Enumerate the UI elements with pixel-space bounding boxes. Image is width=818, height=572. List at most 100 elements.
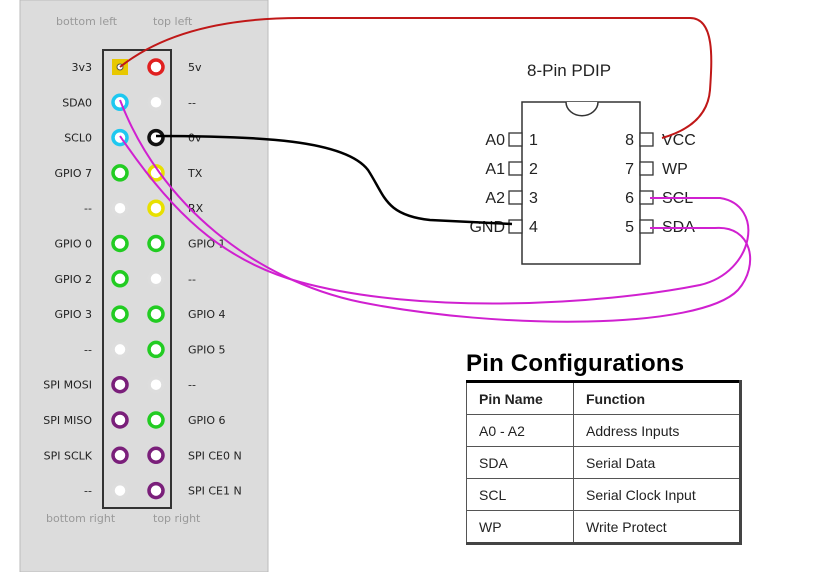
gpio-header-outline xyxy=(102,49,172,509)
cell-function: Serial Data xyxy=(573,446,741,479)
chip-pin-number: 8 xyxy=(625,132,634,149)
gpio-label-left: GPIO 7 xyxy=(54,167,92,180)
gpio-label-left: SPI SCLK xyxy=(44,449,93,462)
gpio-pin-left-11 xyxy=(111,411,129,429)
chip-pin-name: WP xyxy=(662,161,688,178)
chip-pin-box xyxy=(639,219,654,234)
table-header-row: Pin Name Function xyxy=(466,381,741,415)
gpio-pin-right-1 xyxy=(147,58,165,76)
wire-vcc xyxy=(119,17,713,139)
gpio-pin-right-13 xyxy=(147,481,165,500)
gpio-label-left: SCL0 xyxy=(64,132,92,145)
gpio-label-left: SPI MOSI xyxy=(43,379,92,392)
gpio-label-right: 5v xyxy=(188,61,202,74)
gpio-label-right: SPI CE1 N xyxy=(188,485,242,498)
chip-pin-number: 5 xyxy=(625,219,634,236)
header-pin-name: Pin Name xyxy=(466,381,574,415)
gpio-pin-left-5 xyxy=(111,199,129,217)
gpio-label-right: SPI CE0 N xyxy=(188,449,242,462)
chip-pin-box xyxy=(639,132,654,147)
chip-pin-name: A1 xyxy=(485,161,505,178)
gpio-label-right: 0v xyxy=(188,132,202,145)
chip-pin-number: 6 xyxy=(625,190,634,207)
label-top-right: top right xyxy=(153,512,201,525)
gpio-pin-left-4 xyxy=(111,164,129,182)
wire-sda xyxy=(119,99,752,323)
gpio-label-right: GPIO 6 xyxy=(188,414,226,427)
gpio-pin-right-8 xyxy=(147,305,165,323)
chip-pin-name: A2 xyxy=(485,190,505,207)
pin-config-table: Pin Name Function A0 - A2 Address Inputs… xyxy=(466,380,742,545)
gpio-label-left: GPIO 2 xyxy=(54,273,92,286)
gpio-pin-right-3 xyxy=(147,128,165,147)
cell-pin-name: A0 - A2 xyxy=(466,414,574,447)
chip-pin-box xyxy=(508,190,523,205)
chip-pin-number: 1 xyxy=(529,132,538,149)
gpio-pin-left-10 xyxy=(111,375,129,394)
gpio-label-right: -- xyxy=(188,273,196,286)
gpio-label-left: GPIO 3 xyxy=(54,308,92,321)
gpio-panel xyxy=(19,0,269,572)
chip-body xyxy=(521,101,641,265)
table-row: SCL Serial Clock Input xyxy=(466,478,741,511)
wire-gnd xyxy=(155,134,513,226)
chip-pin-number: 2 xyxy=(529,161,538,178)
table-row: A0 - A2 Address Inputs xyxy=(466,414,741,447)
gpio-label-left: -- xyxy=(84,343,92,356)
gpio-label-left: SPI MISO xyxy=(43,414,92,427)
gpio-pin-right-6 xyxy=(147,234,165,253)
cell-pin-name: SDA xyxy=(466,446,574,479)
cell-function: Address Inputs xyxy=(573,414,741,447)
pin-config-title: Pin Configurations xyxy=(466,350,685,377)
gpio-pin-left-9 xyxy=(111,340,129,359)
gpio-label-right: -- xyxy=(188,379,196,392)
chip-pin-number: 7 xyxy=(625,161,634,178)
gpio-pin-right-7 xyxy=(147,270,165,288)
table-row: SDA Serial Data xyxy=(466,446,741,479)
chip-pin-box xyxy=(508,219,523,234)
chip-pin-box xyxy=(508,161,523,176)
gpio-label-left: SDA0 xyxy=(62,96,92,109)
gpio-pin-right-2 xyxy=(147,93,165,112)
gpio-pin-left-7 xyxy=(111,270,129,288)
label-bottom-right: bottom right xyxy=(46,512,116,525)
gpio-pin-right-12 xyxy=(147,446,165,465)
gpio-pin-left-13 xyxy=(111,481,129,500)
gpio-label-right: -- xyxy=(188,96,196,109)
cell-pin-name: SCL xyxy=(466,478,574,511)
cell-pin-name: WP xyxy=(466,510,574,544)
gpio-pin-left-6 xyxy=(111,234,129,253)
gpio-pin-right-4 xyxy=(147,164,165,182)
chip-pin-box xyxy=(639,161,654,176)
gpio-label-right: GPIO 1 xyxy=(188,238,226,251)
cell-function: Write Protect xyxy=(573,510,741,544)
gpio-label-right: GPIO 5 xyxy=(188,343,226,356)
chip-pin-name: A0 xyxy=(485,132,505,149)
label-top-left: top left xyxy=(153,15,193,28)
gpio-pin-right-5 xyxy=(147,199,165,217)
gpio-pin-right-10 xyxy=(147,375,165,394)
cell-function: Serial Clock Input xyxy=(573,478,741,511)
chip-pin-box xyxy=(508,132,523,147)
gpio-label-right: GPIO 4 xyxy=(188,308,226,321)
gpio-pin-left-8 xyxy=(111,305,129,323)
header-function: Function xyxy=(573,381,741,415)
label-bottom-left: bottom left xyxy=(56,15,118,28)
gpio-label-left: -- xyxy=(84,485,92,498)
gpio-label-left: GPIO 0 xyxy=(54,238,92,251)
gpio-label-right: TX xyxy=(187,167,203,180)
gpio-pin-left-12 xyxy=(111,446,129,465)
wire-scl xyxy=(119,135,750,305)
chip-pin-number: 4 xyxy=(529,219,538,236)
gpio-label-left: -- xyxy=(84,202,92,215)
chip-pin-number: 3 xyxy=(529,190,538,207)
gpio-pin-right-11 xyxy=(147,411,165,429)
pin-configurations: Pin Configurations Pin Name Function A0 … xyxy=(466,350,746,545)
gpio-label-left: 3v3 xyxy=(71,61,92,74)
table-row: WP Write Protect xyxy=(466,510,741,544)
gpio-pin-right-9 xyxy=(147,340,165,359)
chip-pin-name: VCC xyxy=(662,132,696,149)
